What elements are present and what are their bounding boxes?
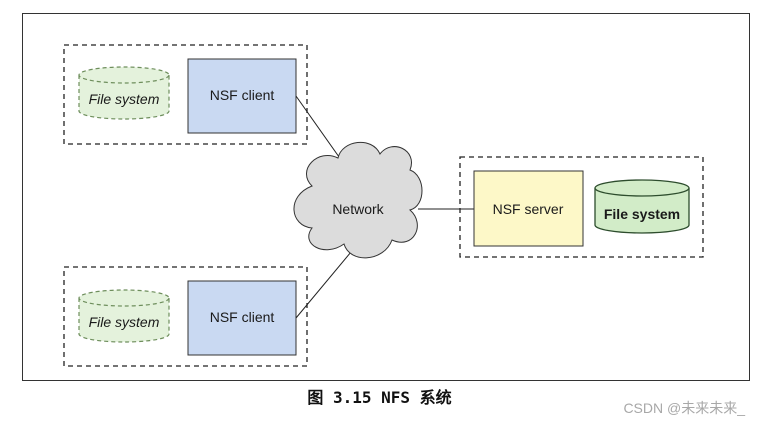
- file-system-cylinder-bottom: File system: [78, 289, 170, 343]
- client-group-bottom: File system NSF client: [63, 266, 308, 367]
- file-system-cylinder-top: File system: [78, 66, 170, 120]
- file-system-cylinder-top-lid: [78, 66, 170, 84]
- client-group-top: File system NSF client: [63, 44, 308, 145]
- link-client-top-to-network: [295, 95, 345, 165]
- server-file-system-cylinder-body: [594, 188, 690, 234]
- server-group: NSF server File system: [459, 156, 704, 258]
- nsf-server-box: NSF server: [473, 170, 584, 247]
- nsf-server-label: NSF server: [493, 201, 564, 217]
- file-system-cylinder-bottom-body: [78, 298, 170, 343]
- nsf-client-rect-bottom: [187, 280, 297, 356]
- client-group-top-boundary: [63, 44, 308, 145]
- nsf-server-rect: [473, 170, 584, 247]
- file-system-cylinder-bottom-lid: [78, 289, 170, 307]
- nsf-client-label-bottom: NSF client: [210, 309, 275, 325]
- file-system-label-bottom: File system: [89, 314, 160, 330]
- client-group-bottom-boundary: [63, 266, 308, 367]
- server-group-boundary: [459, 156, 704, 258]
- figure-caption: 图 3.15 NFS 系统: [307, 388, 452, 407]
- nsf-client-box-top: NSF client: [187, 58, 297, 134]
- server-file-system-cylinder: File system: [594, 179, 690, 234]
- server-file-system-cylinder-lid: [594, 179, 690, 197]
- nsf-client-label-top: NSF client: [210, 87, 275, 103]
- csdn-watermark: CSDN @未来未来_: [623, 400, 745, 416]
- link-client-bottom-to-network: [295, 245, 357, 319]
- nsf-client-rect-top: [187, 58, 297, 134]
- network-cloud: Network: [293, 141, 423, 259]
- file-system-label-top: File system: [89, 91, 160, 107]
- nsf-client-box-bottom: NSF client: [187, 280, 297, 356]
- server-file-system-label: File system: [604, 206, 680, 222]
- file-system-cylinder-top-body: [78, 75, 170, 120]
- network-cloud-icon: [293, 141, 423, 259]
- network-label: Network: [332, 201, 384, 217]
